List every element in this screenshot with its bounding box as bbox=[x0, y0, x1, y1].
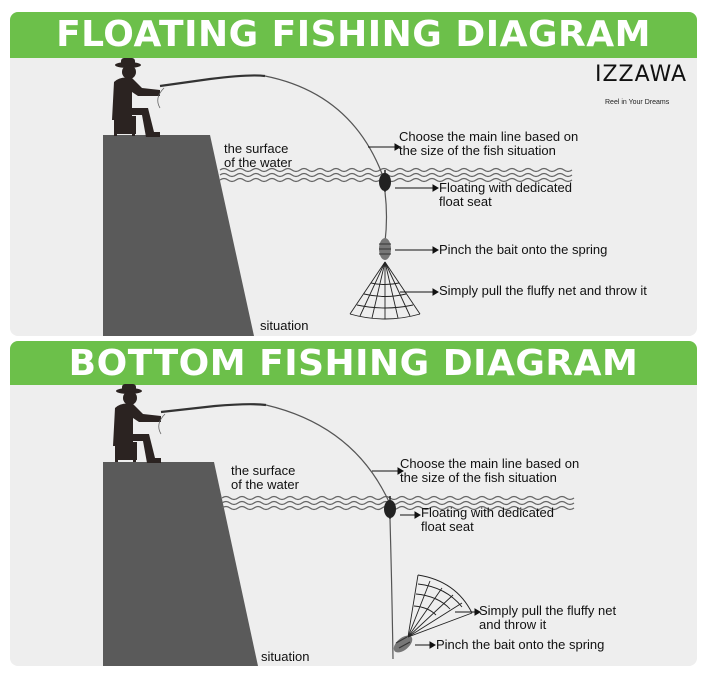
float-icon bbox=[384, 500, 396, 518]
bait-spring-label: Pinch the bait onto the spring bbox=[439, 242, 608, 257]
cliff-shape bbox=[103, 135, 254, 336]
floating-diagram-title: FLOATING FISHING DIAGRAM bbox=[10, 12, 697, 58]
fishing-net-icon bbox=[407, 574, 473, 638]
brand-logo: IZZAWA bbox=[595, 62, 688, 87]
bait-spring-label: Pinch the bait onto the spring bbox=[436, 637, 605, 652]
fishing-rod bbox=[159, 74, 266, 88]
main-line bbox=[265, 404, 391, 505]
main-line-label: Choose the main line based on the size o… bbox=[400, 456, 580, 485]
main-line-label: Choose the main line based on the size o… bbox=[399, 129, 579, 158]
main-line bbox=[264, 75, 386, 183]
bait-spring-icon bbox=[393, 635, 413, 653]
bottom-fishing-panel: BOTTOM FISHING DIAGRAM bbox=[10, 341, 697, 666]
water-surface-waves bbox=[221, 495, 575, 501]
bottom-fishing-illustration bbox=[103, 384, 575, 666]
fishing-net-icon bbox=[349, 261, 421, 320]
brand-tagline: Reel in Your Dreams bbox=[605, 99, 670, 106]
floating-fishing-panel: FLOATING FISHING DIAGRAM bbox=[10, 12, 697, 336]
float-seat-label: Floating with dedicated float seat bbox=[439, 180, 572, 209]
fisherman-silhouette bbox=[113, 384, 161, 463]
cliff-shape bbox=[103, 462, 258, 666]
water-surface-label: the surface of the water bbox=[224, 141, 292, 170]
situation-label: situation bbox=[260, 318, 309, 333]
fisherman-silhouette bbox=[112, 58, 160, 137]
fishing-rod bbox=[160, 403, 267, 414]
bottom-diagram-title: BOTTOM FISHING DIAGRAM bbox=[10, 341, 697, 385]
net-label: Simply pull the fluffy net and throw it bbox=[439, 283, 647, 298]
float-seat-label: Floating with dedicated float seat bbox=[421, 505, 554, 534]
floating-fishing-illustration bbox=[103, 58, 573, 336]
water-surface-label: the surface of the water bbox=[231, 463, 299, 492]
water-surface-waves bbox=[219, 167, 573, 173]
float-icon bbox=[379, 173, 391, 191]
situation-label: situation bbox=[261, 649, 310, 664]
net-label: Simply pull the fluffy net and throw it bbox=[479, 603, 617, 632]
